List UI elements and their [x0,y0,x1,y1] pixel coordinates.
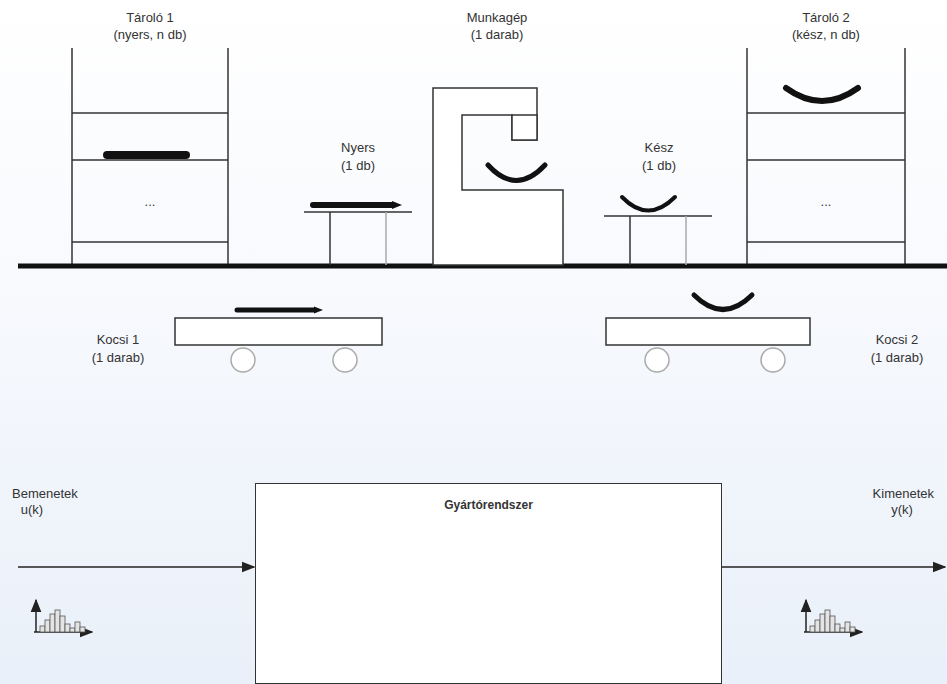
finished-table [604,216,712,265]
machine-note: (1 darab) [471,27,524,43]
ellipsis: ... [145,194,156,210]
buffer-note: (1 db) [642,158,676,174]
machine-title: Munkagép [467,10,528,26]
raw-part [237,308,314,313]
rack-1 [72,48,228,265]
output-label: Kimenetek [873,486,934,502]
raw-part-tip [314,307,323,314]
buffer-title: Nyers [341,140,375,156]
input-histogram [34,600,92,632]
raw-part-tip [392,201,402,209]
buffer-note: (1 db) [341,158,375,174]
cart-1 [175,318,382,372]
storage-title: Tároló 1 [126,10,174,26]
cart-title: Kocsi 1 [97,332,140,348]
input-signal: u(k) [21,502,43,518]
input-arrow [18,566,254,568]
buffer-title: Kész [645,140,674,156]
system-name: Gyártórendszer [256,484,721,512]
finished-part [694,295,752,310]
finished-part [786,88,858,101]
output-arrow [721,566,945,568]
raw-part [313,202,392,208]
cart-note: (1 darab) [92,350,145,366]
cart-title: Kocsi 2 [876,332,919,348]
finished-part [622,197,675,211]
storage-note: (nyers, n db) [114,27,187,43]
output-histogram [804,600,862,632]
storage-note: (kész, n db) [792,27,860,43]
storage-title: Tároló 2 [802,10,850,26]
cart-note: (1 darab) [871,350,924,366]
cart-2 [606,318,810,372]
raw-part [107,151,186,159]
raw-table [304,212,412,265]
rack-2 [747,48,905,265]
system-box: Gyártórendszer [255,483,722,684]
machine-tool [433,88,563,265]
output-signal: y(k) [891,502,913,518]
ellipsis: ... [821,194,832,210]
input-label: Bemenetek [12,486,78,502]
workpiece [488,165,545,181]
